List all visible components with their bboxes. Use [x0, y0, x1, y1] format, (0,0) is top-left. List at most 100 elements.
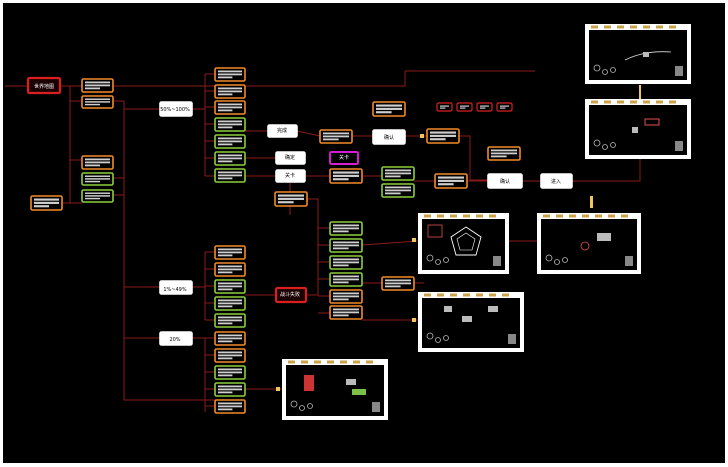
node-orange-right[interactable] — [434, 173, 468, 189]
node-group-a-orange-1[interactable] — [214, 84, 246, 99]
node-defeat-green-3[interactable] — [329, 272, 363, 287]
node-top-mid[interactable] — [372, 101, 406, 117]
node-left[interactable] — [30, 195, 63, 211]
node-group-c-orange-0[interactable] — [214, 331, 246, 346]
node-group-b-green-1-text-2 — [218, 305, 233, 308]
node-green-right-a-text-2 — [385, 175, 401, 178]
node-pct-c[interactable] — [159, 331, 193, 346]
node-red-small-0[interactable] — [436, 102, 453, 112]
node-defeat-green-1[interactable] — [329, 238, 363, 253]
screen-radar[interactable] — [418, 213, 509, 274]
node-group-b-green-0-text-2 — [218, 288, 233, 291]
screen-radar-top-icon-5 — [489, 214, 496, 218]
node-tab-a[interactable] — [267, 124, 298, 138]
screen-right[interactable] — [537, 213, 641, 274]
screen-right-skill-icon-b — [562, 257, 568, 263]
node-group-a-green-3[interactable] — [214, 168, 246, 183]
node-red-small-1[interactable] — [456, 102, 473, 112]
node-group-b-green-2-text-2 — [218, 322, 233, 325]
node-group-b-green-2[interactable] — [214, 313, 246, 328]
screen-top-1-top-icon-1 — [604, 25, 611, 29]
node-red-small-2[interactable] — [476, 102, 493, 112]
node-defeat-green-0[interactable] — [329, 221, 363, 236]
screen-mid-unit-c — [444, 306, 452, 312]
node-group-b-orange-1[interactable] — [214, 262, 246, 277]
node-green-right-b-text-1 — [385, 189, 411, 192]
node-orange-right-mid-text-0 — [385, 279, 411, 282]
node-after-tab-c[interactable] — [329, 168, 363, 184]
screen-mid-top-icon-4 — [476, 293, 483, 297]
node-after-tab-a[interactable] — [319, 129, 353, 144]
node-orange-top-right-text-0 — [491, 149, 517, 152]
node-defeat[interactable] — [274, 286, 308, 304]
node-group-c-green-1[interactable] — [214, 382, 246, 397]
node-group-c-orange-2[interactable] — [214, 399, 246, 414]
node-group-b-green-0[interactable] — [214, 279, 246, 294]
node-group-a-green-1[interactable] — [214, 134, 246, 149]
node-tab-c[interactable] — [275, 169, 306, 183]
node-confirm-right[interactable] — [487, 173, 523, 189]
connector-lines — [5, 70, 641, 412]
node-mid-green-b[interactable] — [81, 189, 114, 203]
node-orange-mid[interactable] — [274, 191, 308, 207]
screen-mid[interactable] — [418, 292, 524, 352]
node-group-c-orange-2-text-0 — [218, 402, 242, 405]
screen-mid-top-icon-1 — [437, 293, 444, 297]
line-top-long — [113, 70, 535, 87]
node-group-c-green-0[interactable] — [214, 365, 246, 380]
node-mid-green-a-text-1 — [85, 178, 110, 180]
node-left-text-0 — [34, 198, 59, 201]
screen-right-top-icon-1 — [556, 214, 563, 218]
node-confirm-result[interactable] — [426, 128, 460, 144]
node-group-b-green-1[interactable] — [214, 296, 246, 311]
line-main-trunk — [113, 100, 216, 401]
screen-top-2-corner-unit — [675, 141, 683, 151]
node-pct-b[interactable] — [159, 280, 193, 295]
node-group-b-orange-0[interactable] — [214, 245, 246, 260]
node-world-map[interactable] — [26, 76, 62, 95]
node-defeat-green-2[interactable] — [329, 255, 363, 270]
marker-radar — [412, 238, 416, 242]
node-green-right-b[interactable] — [381, 183, 415, 198]
node-orange-right-mid[interactable] — [381, 276, 415, 291]
node-group-a-green-0[interactable] — [214, 117, 246, 132]
screen-top-2-skill-icon-a — [602, 144, 608, 150]
node-top-b[interactable] — [81, 95, 114, 109]
screen-top-2-top-icon-5 — [656, 100, 663, 104]
screen-right-top-icon-2 — [569, 214, 576, 218]
node-group-a-orange-0[interactable] — [214, 67, 246, 82]
node-tab-b[interactable] — [275, 151, 306, 165]
node-red-small-3[interactable] — [496, 102, 513, 112]
node-mid-a[interactable] — [81, 155, 114, 170]
screen-bottom[interactable] — [282, 359, 388, 420]
node-mid-green-a[interactable] — [81, 172, 114, 186]
node-pct-c-frame — [159, 331, 193, 346]
node-group-c-orange-1[interactable] — [214, 348, 246, 363]
screen-bottom-skill-icon-b — [307, 403, 313, 409]
node-pct-a[interactable] — [159, 101, 193, 117]
node-mid-green-b-text-1 — [85, 195, 110, 197]
screen-bottom-skill-icon-a — [299, 405, 305, 411]
node-group-c-green-1-text-2 — [218, 391, 233, 394]
node-top-a[interactable] — [81, 78, 114, 93]
node-confirm-mid[interactable] — [372, 129, 406, 145]
node-group-a-green-2[interactable] — [214, 151, 246, 166]
node-magenta[interactable] — [329, 151, 359, 165]
node-enter[interactable] — [540, 173, 573, 189]
node-green-right-a[interactable] — [381, 166, 415, 181]
screen-top-1-corner-unit — [675, 66, 683, 76]
node-group-b-orange-0-text-2 — [218, 254, 233, 257]
node-defeat-orange-1[interactable] — [329, 305, 363, 320]
node-group-a-green-2-text-0 — [218, 154, 242, 157]
node-defeat-orange-0[interactable] — [329, 289, 363, 304]
screen-radar-top-icon-2 — [450, 214, 457, 218]
flow-nodes — [26, 67, 573, 414]
screen-top-2-skill-icon-b — [610, 142, 616, 148]
node-green-right-a-text-0 — [385, 169, 411, 172]
node-orange-top-right[interactable] — [487, 146, 521, 161]
node-world-map-frame — [26, 76, 62, 95]
screen-top-2[interactable] — [585, 99, 691, 159]
screen-top-1[interactable] — [585, 24, 691, 84]
node-group-a-orange-2[interactable] — [214, 100, 246, 115]
